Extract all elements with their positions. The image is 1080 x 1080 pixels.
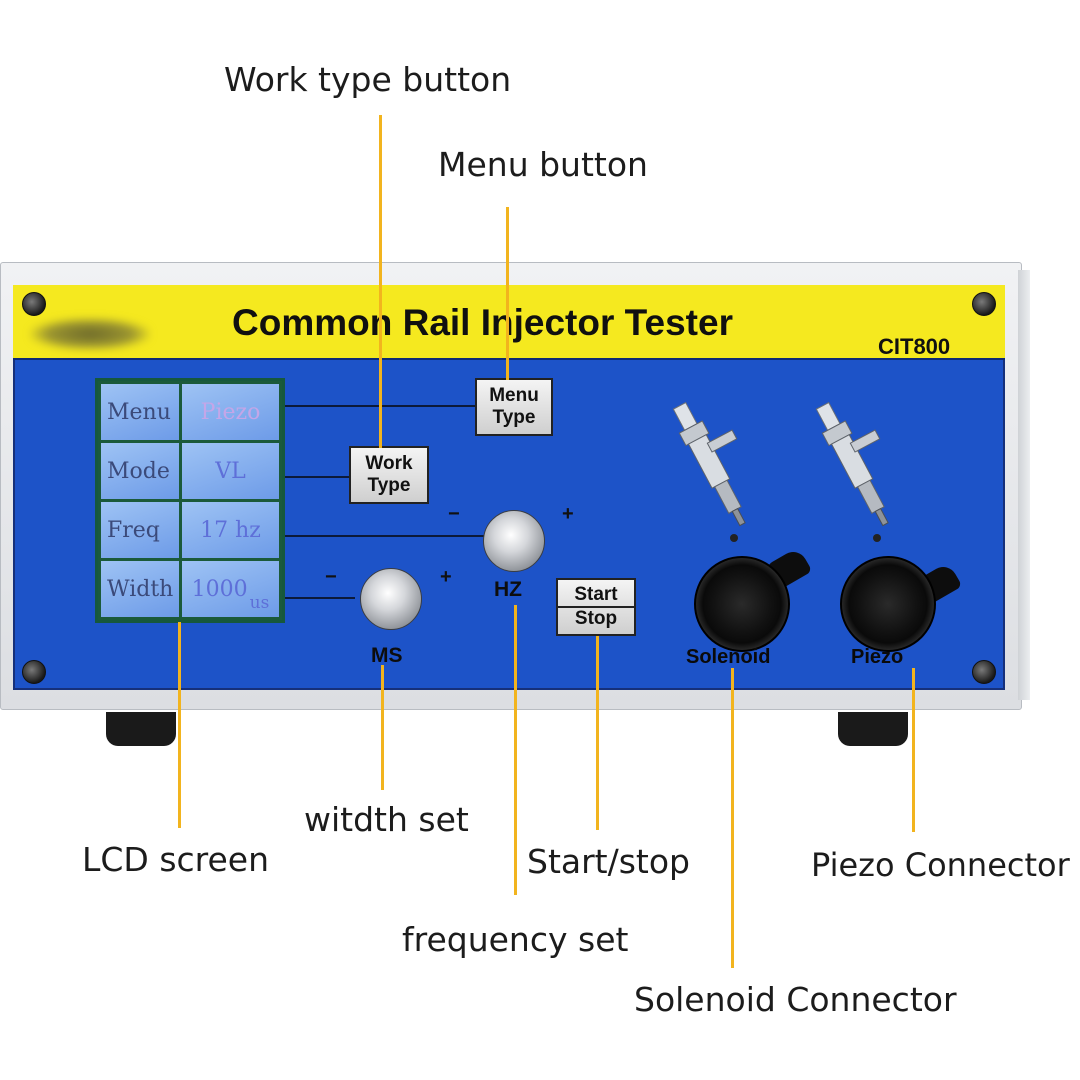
- lcd-screen: Menu Piezo Mode VL Freq 17 hz Width 1000…: [95, 378, 285, 623]
- callout-solenoid-connector: Solenoid Connector: [634, 980, 957, 1019]
- injector-icon: [672, 401, 746, 542]
- lcd-value-menu: Piezo: [182, 384, 279, 440]
- device-model: CIT800: [878, 334, 951, 359]
- callout-menu-button: Menu button: [438, 145, 648, 184]
- leader-lcd: [178, 622, 181, 828]
- callout-piezo-connector: Piezo Connector: [811, 846, 1070, 884]
- lcd-width-number: 1000: [191, 576, 248, 602]
- leader-width: [381, 665, 384, 790]
- leader-solenoid: [731, 668, 734, 968]
- hz-plus-sign: +: [562, 503, 574, 525]
- panel-line-mode: [285, 476, 349, 478]
- right-foot: [838, 712, 908, 746]
- callout-lcd-screen: LCD screen: [82, 840, 270, 879]
- menu-type-line1: Menu: [489, 385, 539, 406]
- start-label: Start: [558, 584, 634, 608]
- lcd-value-freq: 17 hz: [182, 502, 279, 558]
- ms-plus-sign: +: [440, 566, 452, 588]
- injector-icon: [815, 401, 889, 542]
- left-foot: [106, 712, 176, 746]
- ms-minus-sign: −: [325, 566, 337, 588]
- callout-work-type-button: Work type button: [224, 60, 512, 99]
- lcd-value-mode: VL: [182, 443, 279, 499]
- piezo-connector-icon[interactable]: [840, 556, 936, 652]
- leader-piezo: [912, 668, 915, 832]
- work-type-line2: Type: [367, 475, 411, 496]
- lcd-label-mode: Mode: [101, 443, 179, 499]
- lcd-label-width: Width: [101, 561, 179, 617]
- lcd-label-menu: Menu: [101, 384, 179, 440]
- work-type-line1: Work: [365, 453, 413, 474]
- leader-frequency: [514, 605, 517, 895]
- hz-label: HZ: [494, 578, 522, 601]
- title-band: [13, 285, 1005, 360]
- piezo-label: Piezo: [851, 646, 904, 668]
- menu-type-line2: Type: [492, 407, 536, 428]
- panel-line-freq: [285, 535, 485, 537]
- ms-knob-icon[interactable]: [360, 568, 422, 630]
- screw-icon: [972, 660, 996, 684]
- leader-start-stop: [596, 636, 599, 830]
- callout-start-stop: Start/stop: [527, 842, 691, 881]
- ms-label: MS: [371, 644, 403, 667]
- callout-width-set: witdth set: [304, 800, 469, 839]
- work-type-button[interactable]: Work Type: [349, 446, 429, 504]
- solenoid-connector-icon[interactable]: [694, 556, 790, 652]
- screw-icon: [972, 292, 996, 316]
- panel-line-width: [285, 597, 355, 599]
- blurred-logo: [30, 318, 150, 350]
- tester-case-side: [1018, 270, 1030, 700]
- leader-work-type: [379, 115, 382, 448]
- lcd-label-freq: Freq: [101, 502, 179, 558]
- screw-icon: [22, 292, 46, 316]
- leader-menu: [506, 207, 509, 380]
- device-title: Common Rail Injector Tester: [232, 302, 733, 343]
- screw-icon: [22, 660, 46, 684]
- stop-label: Stop: [574, 608, 618, 629]
- hz-minus-sign: −: [448, 503, 460, 525]
- solenoid-label: Solenoid: [686, 646, 771, 668]
- hz-knob-icon[interactable]: [483, 510, 545, 572]
- menu-type-button[interactable]: Menu Type: [475, 378, 553, 436]
- callout-frequency-set: frequency set: [402, 920, 629, 959]
- lcd-width-unit: us: [249, 593, 270, 613]
- start-stop-button[interactable]: Start Stop: [556, 578, 636, 636]
